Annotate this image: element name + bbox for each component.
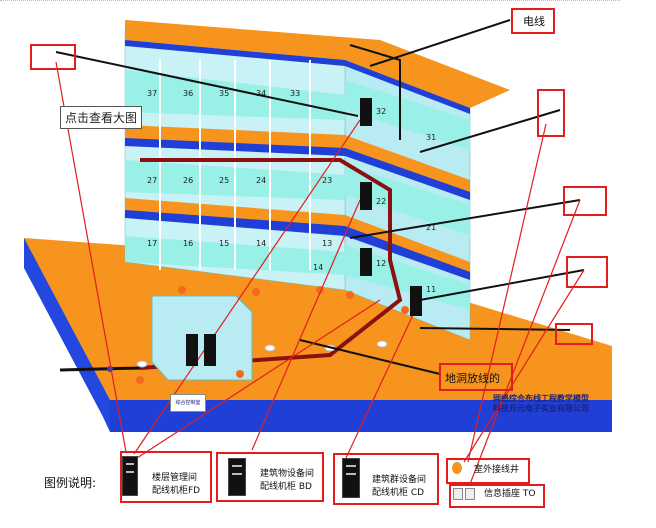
room-numbers: 37 36 35 34 33 32 31 27 26 25 24 23 22 21 17 16 15 1… bbox=[147, 89, 436, 294]
legend-bd-line1: 建筑物设备间 bbox=[260, 469, 315, 479]
top-divider bbox=[0, 0, 620, 5]
cabinet-icon bbox=[122, 456, 138, 496]
svg-text:26: 26 bbox=[183, 176, 193, 185]
legend-cd-box bbox=[333, 453, 439, 505]
legend-cd-line1: 建筑群设备间 bbox=[372, 475, 427, 485]
floor3-edge bbox=[125, 40, 470, 114]
legend-fd-box bbox=[120, 451, 212, 503]
svg-text:37: 37 bbox=[147, 89, 157, 98]
caption-line-1: 网络综合布线工程教学模型 bbox=[493, 394, 589, 403]
legend-well: 室外接线井 bbox=[474, 465, 520, 475]
cable-entry-point bbox=[107, 366, 113, 372]
annot-box-1 bbox=[30, 44, 76, 70]
control-room bbox=[151, 295, 253, 381]
roof-cable bbox=[349, 44, 401, 140]
svg-text:23: 23 bbox=[322, 176, 332, 185]
legend-fd-line2: 配线机柜FD bbox=[152, 486, 201, 496]
manhole-icon bbox=[452, 462, 462, 474]
svg-text:36: 36 bbox=[183, 89, 193, 98]
room-sign: 综合控制室 bbox=[170, 394, 206, 412]
roof-slab bbox=[125, 20, 510, 108]
svg-text:24: 24 bbox=[256, 176, 266, 185]
conduit-label-box: 地洞放线的 bbox=[439, 363, 513, 391]
annot-box-3 bbox=[563, 186, 607, 216]
legend-bd-box bbox=[216, 452, 324, 502]
conduit-label: 地洞放线的 bbox=[445, 372, 500, 385]
model-caption: 网络综合布线工程教学模型 科技开元电子实业有限公司 bbox=[493, 394, 589, 414]
legend-fd: 楼层管理间 配线机柜FD bbox=[152, 472, 200, 498]
svg-text:13: 13 bbox=[322, 239, 332, 248]
svg-text:27: 27 bbox=[147, 176, 157, 185]
partitions bbox=[159, 60, 311, 270]
svg-text:25: 25 bbox=[219, 176, 229, 185]
info-outlet-icon bbox=[465, 488, 475, 500]
cabinet-icon bbox=[342, 458, 360, 498]
svg-text:31: 31 bbox=[426, 133, 436, 142]
svg-text:11: 11 bbox=[426, 285, 436, 294]
svg-text:32: 32 bbox=[376, 107, 386, 116]
legend-cd: 建筑群设备间 配线机柜 CD bbox=[372, 474, 426, 500]
right-strip-3 bbox=[345, 80, 470, 150]
legend-to-box bbox=[449, 484, 545, 508]
legend-title: 图例说明: bbox=[44, 476, 97, 490]
cabinet-icon bbox=[228, 458, 246, 496]
svg-text:12: 12 bbox=[376, 259, 386, 268]
svg-text:16: 16 bbox=[183, 239, 193, 248]
legend-to: 信息插座 TO bbox=[484, 489, 536, 499]
caption-line-2: 科技开元电子实业有限公司 bbox=[493, 404, 589, 413]
incoming-cable bbox=[59, 366, 141, 372]
wells bbox=[136, 286, 409, 384]
annot-box-2 bbox=[537, 89, 565, 137]
right-strip-1 bbox=[345, 245, 470, 310]
legend-bd: 建筑物设备间 配线机柜 BD bbox=[260, 468, 314, 494]
ground-slab-front-edge bbox=[110, 400, 612, 432]
legend-fd-line1: 楼层管理间 bbox=[152, 473, 198, 483]
svg-text:33: 33 bbox=[290, 89, 300, 98]
trunk-cable bbox=[139, 158, 403, 370]
svg-text:35: 35 bbox=[219, 89, 229, 98]
view-large-link[interactable]: 点击查看大图 bbox=[60, 106, 143, 129]
svg-text:21: 21 bbox=[426, 223, 436, 232]
svg-text:15: 15 bbox=[219, 239, 229, 248]
ground-slab-side bbox=[24, 238, 110, 430]
floor-cabinets bbox=[186, 98, 422, 366]
legend-well-box bbox=[446, 458, 530, 484]
cable-label-box: 电线 bbox=[511, 8, 555, 34]
annot-box-4 bbox=[566, 256, 608, 288]
svg-text:34: 34 bbox=[256, 89, 266, 98]
svg-text:14: 14 bbox=[256, 239, 266, 248]
ground-slab-top bbox=[24, 238, 612, 430]
svg-text:22: 22 bbox=[376, 197, 386, 206]
legend-bd-line2: 配线机柜 BD bbox=[260, 482, 312, 492]
annotation-leaders bbox=[55, 19, 585, 375]
svg-text:17: 17 bbox=[147, 239, 157, 248]
annot-box-5 bbox=[555, 323, 593, 345]
info-outlet-icon bbox=[453, 488, 463, 500]
svg-text:14: 14 bbox=[313, 263, 323, 272]
cable-label: 电线 bbox=[523, 15, 545, 28]
legend-cd-line2: 配线机柜 CD bbox=[372, 488, 425, 498]
